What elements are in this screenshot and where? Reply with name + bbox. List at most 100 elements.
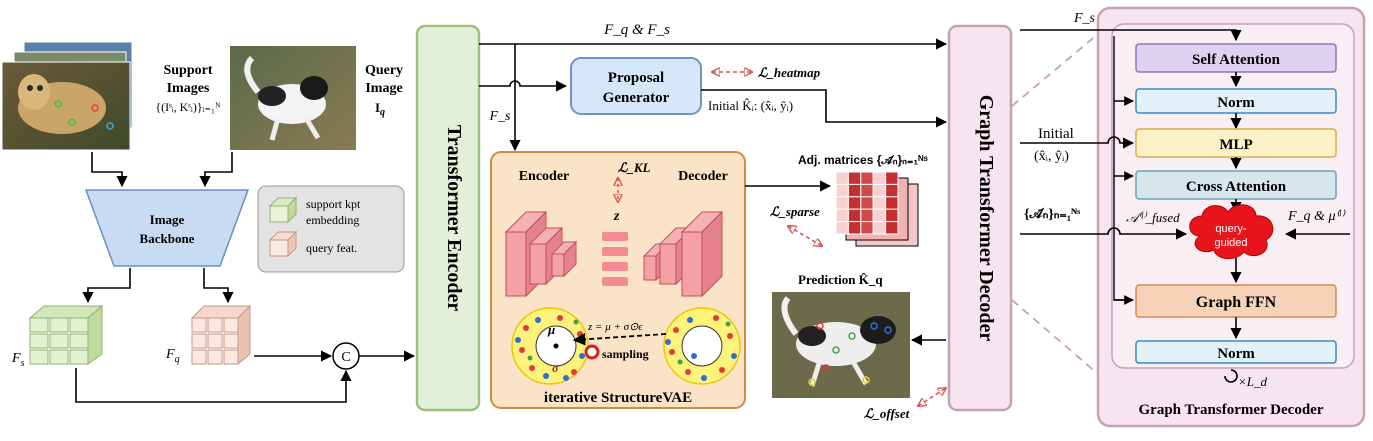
- adj-input-label: {𝒜̃ₙ}ₙ₌₁ᴺˢ: [1024, 207, 1080, 222]
- adjacency-cell: [885, 208, 899, 223]
- adjacency-cell: [860, 196, 874, 210]
- sparse-loss-arrow: [788, 226, 822, 246]
- support-formula: {(Iˢᵢ, Kˢᵢ)}ᵢ₌₁ᴺ: [155, 100, 221, 114]
- adjacency-cell: [847, 183, 862, 198]
- fs-to-concat-arrow: [75, 368, 352, 403]
- adj-to-cloud-arrow: [1020, 227, 1188, 240]
- proposal-label-1: Proposal: [608, 70, 664, 86]
- adjacency-cell: [885, 183, 899, 198]
- adjacency-cell: [847, 171, 862, 185]
- mlp-label: MLP: [1219, 137, 1252, 153]
- adjacency-cell: [872, 183, 887, 198]
- detail-fs-label: F_s: [1073, 11, 1096, 26]
- support-title-2: Images: [167, 81, 210, 96]
- adjacency-cell: [872, 196, 887, 210]
- vae-decoder-blocks: [642, 210, 724, 298]
- offset-loss: ℒ_offset: [864, 406, 910, 421]
- support-to-backbone-arrow: [91, 152, 128, 188]
- vae-decoder-label: Decoder: [678, 169, 728, 184]
- backbone-label-1: Image: [150, 212, 185, 227]
- latent-distribution-right: [663, 307, 741, 385]
- adjacency-cell: [835, 208, 849, 223]
- adjacency-cell: [872, 208, 887, 223]
- self-attention-label: Self Attention: [1192, 52, 1281, 68]
- adjacency-cell: [885, 221, 899, 235]
- sampling-label: sampling: [602, 347, 649, 361]
- query-symbol: Iq: [375, 100, 385, 118]
- detail-title: Graph Transformer Decoder: [1139, 402, 1324, 418]
- fs-to-self-attention-arrow: [1020, 29, 1242, 42]
- adjacency-cell: [860, 171, 874, 185]
- a-fused-label: 𝒜⁽ˡ⁾_fused: [1126, 210, 1180, 225]
- query-guided-label-2: guided: [1214, 237, 1247, 249]
- sigma-label: σ: [552, 361, 559, 375]
- graph-decoder-label: Graph Transformer Decoder: [975, 95, 997, 342]
- support-feature-stack: [28, 304, 104, 365]
- repeat-icon: [1224, 369, 1238, 383]
- initial-to-mlp-arrow: [1020, 136, 1135, 149]
- initial-label-1: Initial: [1038, 126, 1074, 142]
- cross-attention-label: Cross Attention: [1186, 179, 1287, 195]
- adjacency-cell: [885, 171, 899, 185]
- query-guided-cloud: [1189, 204, 1274, 259]
- adjacency-matrices: [835, 171, 919, 247]
- backbone-to-fs-arrow: [82, 268, 131, 304]
- backbone-label-2: Backbone: [140, 231, 195, 246]
- fq-mu-label: F_q & μ⁽ˡ⁾: [1287, 209, 1346, 224]
- initial-kpt-label: Initial K̂ᵢ: (x̂ᵢ, ŷᵢ): [708, 98, 793, 113]
- initial-label-2: (x̂ᵢ, ŷᵢ): [1034, 149, 1069, 164]
- support-kpt-legend-icon: [268, 196, 298, 224]
- latent-z: z: [613, 209, 620, 224]
- adjacency-cell: [835, 196, 849, 210]
- adjacency-cell: [860, 221, 874, 235]
- adjacency-cell: [860, 183, 874, 198]
- adjacency-cell: [860, 208, 874, 223]
- latent-distribution-left: [511, 307, 589, 385]
- offset-loss-arrow: [918, 388, 946, 406]
- backbone-to-fq-arrow: [203, 268, 234, 304]
- prediction-image: [772, 292, 910, 398]
- norm-label-1: Norm: [1217, 95, 1255, 111]
- fs-label: Fs: [11, 351, 25, 369]
- latent-vector: [602, 232, 628, 286]
- query-title-1: Query: [365, 63, 403, 78]
- query-guided-label-1: query-: [1215, 223, 1247, 235]
- graph-ffn-label: Graph FFN: [1196, 294, 1277, 311]
- zoom-line-top: [1011, 33, 1099, 107]
- proposal-label-2: Generator: [603, 90, 670, 106]
- support-images: [1, 41, 133, 151]
- fq-label: Fq: [165, 347, 180, 365]
- prediction-label: Prediction K̂_q: [798, 272, 883, 287]
- query-feat-legend-icon: [268, 230, 298, 258]
- norm-block-2: [1135, 340, 1337, 364]
- legend-support-label-1: support kpt: [306, 197, 361, 211]
- vae-encoder-blocks: [504, 210, 578, 298]
- query-title-2: Image: [365, 81, 402, 96]
- legend: support kpt embedding query feat.: [257, 185, 405, 273]
- vae-title: iterative StructureVAE: [544, 390, 692, 406]
- heatmap-loss: ℒ_heatmap: [758, 65, 821, 80]
- encoder-to-proposal-arrow: [479, 80, 568, 92]
- sampling-icon: [584, 344, 600, 360]
- proposal-generator: [570, 57, 702, 115]
- image-backbone: [84, 189, 250, 267]
- graph-transformer-decoder: [947, 24, 1013, 412]
- legend-query-label: query feat.: [306, 241, 357, 255]
- adjacency-cell: [847, 208, 862, 223]
- adjacency-cell: [847, 221, 862, 235]
- mu-label: μ: [547, 322, 555, 337]
- sampling-arrow: [572, 332, 667, 346]
- concat-label: C: [341, 350, 350, 365]
- query-feature-stack: [190, 304, 252, 366]
- adjacency-cell: [835, 171, 849, 185]
- kl-loss: ℒ_KL: [618, 160, 651, 175]
- adjacency-cell: [835, 221, 849, 235]
- query-to-backbone-arrow: [199, 152, 233, 188]
- support-title-1: Support: [163, 63, 212, 78]
- norm-label-2: Norm: [1217, 346, 1255, 362]
- fq-fs-label: F_q & F_s: [603, 22, 670, 38]
- sparse-loss: ℒ_sparse: [770, 204, 820, 219]
- proposal-to-decoder-arrow: [701, 89, 948, 128]
- query-image: [230, 46, 356, 150]
